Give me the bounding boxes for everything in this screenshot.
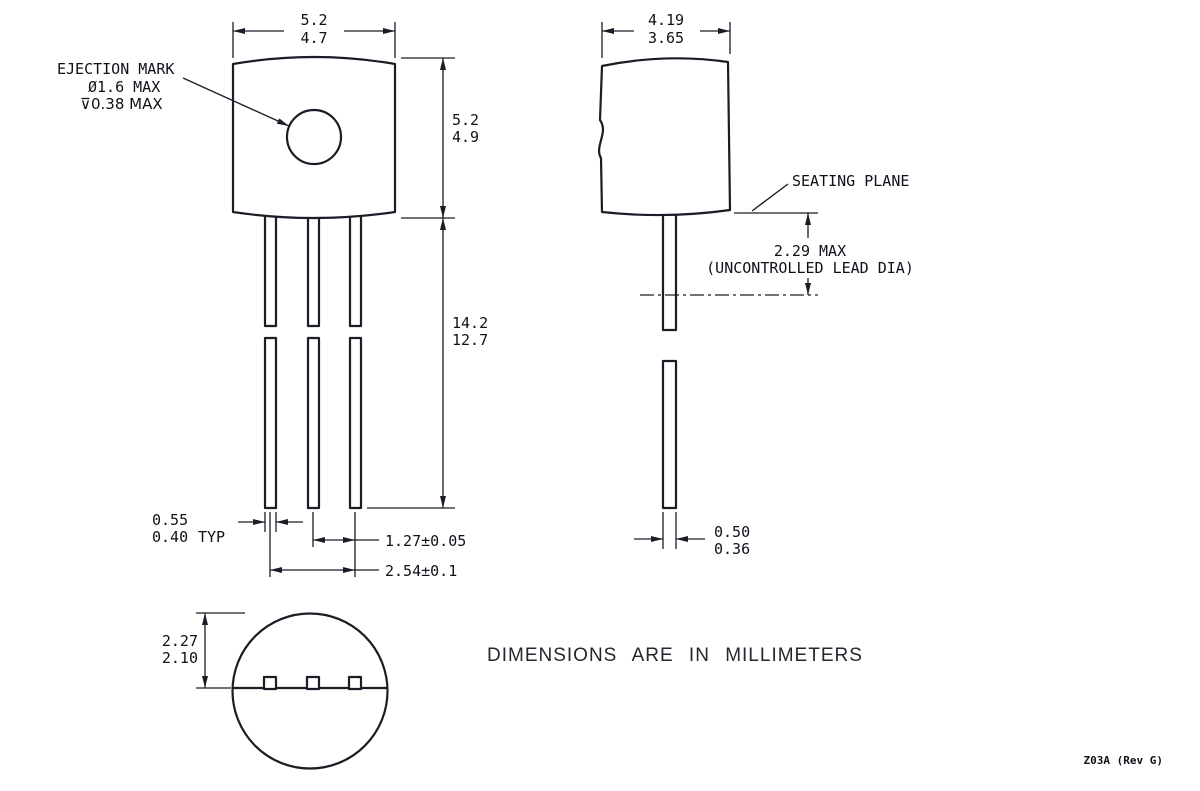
lead-dia-note: (UNCONTROLLED LEAD DIA) bbox=[706, 259, 914, 277]
extension-lines bbox=[367, 57, 455, 509]
front-body-outline bbox=[231, 55, 397, 220]
seating-plane-callout: SEATING PLANE bbox=[734, 172, 909, 214]
lead-span-dimension: 2.54±0.1 bbox=[270, 562, 457, 580]
front-lead1-lower bbox=[263, 336, 278, 510]
lead-thickness-min: 0.36 bbox=[714, 540, 750, 558]
uncontrolled-lead-dimension: 2.29 MAX (UNCONTROLLED LEAD DIA) bbox=[640, 213, 914, 296]
side-depth-min: 3.65 bbox=[648, 29, 684, 47]
side-depth-dimension: 4.19 3.65 bbox=[601, 11, 731, 58]
lead-pitch-value: 1.27±0.05 bbox=[385, 532, 466, 550]
lead-width-typ: TYP bbox=[198, 528, 225, 546]
lead-span-value: 2.54±0.1 bbox=[385, 562, 457, 580]
front-height-dimension: 5.2 4.9 14.2 12.7 bbox=[367, 57, 488, 509]
ejection-mark-callout: EJECTION MARK Ø1.6 MAX ⊽0.38 MAX bbox=[57, 60, 290, 127]
bottom-body-outline bbox=[231, 612, 389, 770]
bottom-lead2 bbox=[305, 675, 321, 691]
flat-offset-max: 2.27 bbox=[162, 632, 198, 650]
ejection-mark-depth: ⊽0.38 MAX bbox=[80, 95, 163, 113]
ejection-mark-diameter: Ø1.6 MAX bbox=[88, 78, 160, 96]
lead-dia-max: 2.29 MAX bbox=[774, 242, 846, 260]
front-lead3-lower bbox=[348, 336, 363, 510]
flat-offset-dimension: 2.27 2.10 bbox=[162, 612, 245, 689]
units-note: DIMENSIONS ARE IN MILLIMETERS bbox=[487, 645, 863, 666]
lead-width-dimension: 0.55 0.40 TYP bbox=[152, 511, 303, 546]
front-view bbox=[231, 55, 397, 510]
extension-lines bbox=[662, 512, 677, 549]
side-lead-lower bbox=[661, 359, 678, 510]
front-width-dimension: 5.2 4.7 bbox=[232, 11, 396, 58]
lead-pitch-dimension: 1.27±0.05 bbox=[269, 512, 466, 577]
lead-thickness-dimension: 0.50 0.36 bbox=[634, 512, 750, 558]
front-lead1-upper bbox=[263, 210, 278, 328]
side-body-outline bbox=[598, 57, 732, 217]
flat-offset-min: 2.10 bbox=[162, 649, 198, 667]
seating-plane-label: SEATING PLANE bbox=[792, 172, 909, 190]
ejection-mark-circle bbox=[285, 108, 343, 166]
extension-lines bbox=[196, 612, 245, 689]
lead-thickness-max: 0.50 bbox=[714, 523, 750, 541]
side-view bbox=[598, 57, 732, 510]
front-width-max: 5.2 bbox=[300, 11, 327, 29]
side-depth-max: 4.19 bbox=[648, 11, 684, 29]
bottom-view bbox=[231, 612, 389, 770]
front-lead2-lower bbox=[306, 336, 321, 510]
lead-width-max: 0.55 bbox=[152, 511, 188, 529]
front-height-min: 4.9 bbox=[452, 128, 479, 146]
bottom-lead1 bbox=[262, 675, 278, 691]
lead-length-max: 14.2 bbox=[452, 314, 488, 332]
front-height-max: 5.2 bbox=[452, 111, 479, 129]
document-reference: Z03A (Rev G) bbox=[1084, 754, 1163, 767]
leader-line bbox=[182, 77, 290, 127]
leader-line bbox=[751, 183, 789, 212]
front-lead3-upper bbox=[348, 210, 363, 328]
side-lead-upper bbox=[661, 210, 678, 332]
lead-length-min: 12.7 bbox=[452, 331, 488, 349]
bottom-lead3 bbox=[347, 675, 363, 691]
ejection-mark-label: EJECTION MARK bbox=[57, 60, 174, 78]
front-lead2-upper bbox=[306, 210, 321, 328]
front-width-min: 4.7 bbox=[300, 29, 327, 47]
lead-width-min: 0.40 bbox=[152, 528, 188, 546]
